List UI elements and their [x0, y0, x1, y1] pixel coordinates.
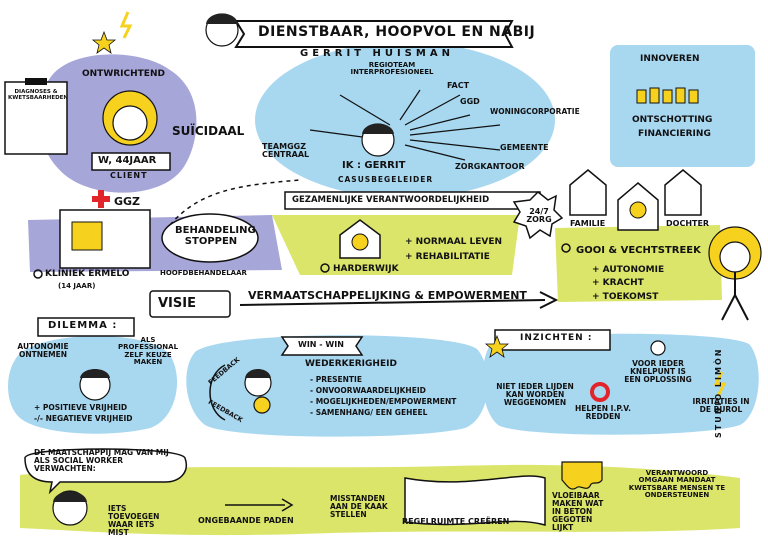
- yellow-drip: [561, 461, 603, 490]
- winwin-heading: WEDERKERIGHEID: [305, 359, 397, 369]
- behandeling-bubble: [161, 213, 259, 263]
- familie-label: FAMILIE: [570, 219, 606, 228]
- gooi-list: + AUTONOMIE + KRACHT + TOEKOMST: [592, 265, 665, 302]
- ggd-label: GGD: [460, 97, 480, 106]
- dilemma-list: + POSITIEVE VRIJHEID -/- NEGATIEVE VRIJH…: [34, 404, 133, 423]
- bottom-item-3: MISSTANDEN AAN DE KAAK STELLEN: [330, 494, 388, 519]
- innoveren-text2: FINANCIERING: [638, 129, 711, 139]
- dashed-connector: [169, 179, 301, 226]
- client-badge: [91, 152, 171, 171]
- house-dochter: [664, 169, 702, 216]
- bottom-item-5: VLOEIBAAR MAKEN WAT IN BETON GEGOTEN LIJ…: [552, 491, 604, 532]
- ggz-label: GGZ: [114, 195, 141, 208]
- visie-label: VISIE: [158, 296, 196, 311]
- teamggz-label: TEAMGGZ CENTRAAL: [262, 142, 310, 160]
- behandeling-label: BEHANDELING STOPPEN: [175, 225, 256, 247]
- hoofd-label: HOOFDBEHANDELAAR: [160, 269, 247, 277]
- bottom-bubble: [24, 448, 187, 495]
- harderwijk-list: + NORMAAL LEVEN + REHABILITATIE: [405, 237, 503, 263]
- helpen-label: HELPEN I.P.V. REDDEN: [575, 404, 631, 421]
- winwin-item: - PRESENTIE: [310, 375, 362, 384]
- winwin-banner: [280, 336, 364, 356]
- casus-label: CASUSBEGELEIDER: [338, 175, 434, 184]
- dilemma-title: DILEMMA :: [48, 320, 118, 331]
- visie-text: VERMAATSCHAPPELIJKING & EMPOWERMENT: [248, 289, 527, 302]
- bottom-band: [20, 464, 740, 536]
- inzichten-box: [494, 329, 611, 351]
- inzichten-title: INZICHTEN :: [520, 333, 593, 343]
- dochter-label: DOCHTER: [666, 219, 710, 228]
- bottom-item-4: REGELRUIMTE CREËREN: [402, 517, 510, 526]
- suicidaal-label: SUÏCIDAAL: [172, 124, 245, 138]
- ontwrichtend-label: ONTWRICHTEND: [82, 69, 165, 79]
- title-banner: [234, 20, 514, 48]
- autonomie-label: AUTONOMIE ONTNEMEN: [17, 342, 69, 359]
- bottom-item-1: IETS TOEVOEGEN WAAR IETS MIST: [108, 504, 160, 537]
- winwin-item: - SAMENHANG/ EEN GEHEEL: [310, 407, 428, 417]
- innoveren-title: INNOVEREN: [640, 54, 700, 64]
- innoveren-box: [610, 45, 755, 167]
- zorg-label: 24/7 ZORG: [526, 207, 552, 225]
- house-familie: [569, 169, 607, 216]
- harderwijk-item: + NORMAAL LEVEN: [405, 237, 503, 247]
- woningcorporatie-label: WONINGCORPORATIE: [490, 107, 580, 116]
- knelpunt-label: VOOR IEDER KNELPUNT IS EEN OPLOSSING: [624, 359, 692, 384]
- dilemma-box: [37, 317, 135, 337]
- winwin-item: - ONVOORWAARDELIJKHEID: [310, 385, 426, 395]
- winwin-list: - PRESENTIE - ONVOORWAARDELIJKHEID - MOG…: [310, 376, 456, 417]
- gooi-item: + TOEKOMST: [592, 291, 659, 302]
- winwin-title: WIN - WIN: [298, 340, 344, 349]
- gezamenlijke-banner-label: GEZAMENLIJKE VERANTWOORDELIJKHEID: [292, 195, 490, 205]
- ik-label: IK : GERRIT: [342, 160, 406, 171]
- fact-label: FACT: [447, 81, 470, 90]
- gemeente-label: GEMEENTE: [500, 143, 549, 152]
- red-cross: [92, 190, 110, 208]
- visie-arrow: [239, 299, 546, 306]
- bottom-item-2: ONGEBAANDE PADEN: [198, 516, 294, 525]
- bottom-item-6: VERANTWOORD OMGAAN MANDAAT KWETSBARE MEN…: [628, 469, 726, 500]
- page-title: DIENSTBAAR, HOOPVOL EN NABIJ: [258, 24, 536, 40]
- gooi-item: + KRACHT: [592, 278, 644, 289]
- zorg-star: [512, 190, 564, 240]
- page-subtitle: GERRIT HUISMAN: [300, 48, 454, 59]
- visie-box: [149, 290, 231, 318]
- irritaties-label: IRRITATIES IN DE BUROL: [692, 397, 750, 414]
- dilemma-item: -/- NEGATIEVE VRIJHEID: [34, 413, 133, 423]
- age-label: (14 JAAR): [58, 282, 96, 290]
- winwin-item: - MOGELIJKHEDEN/EMPOWERMENT: [310, 396, 457, 406]
- innoveren-text1: ONTSCHOTTING: [632, 115, 713, 125]
- client-badge-label: W, 44JAAR: [98, 155, 157, 166]
- regioteam-label: REGIOTEAM INTERPROFESIONEEL: [350, 61, 434, 77]
- client-role: CLIENT: [110, 171, 148, 180]
- harderwijk-band: [272, 215, 520, 275]
- bottom-speech: DE MAATSCHAPPIJ MAG VAN MIJ ALS SOCIAL W…: [34, 448, 169, 473]
- prof-label: ALS PROFESSIONAL ZELF KEUZE MAKEN: [117, 336, 179, 367]
- gooi-band: [555, 225, 722, 302]
- clipboard-title: DIAGNOSES & KWETSBAARHEDEN: [8, 89, 69, 101]
- dilemma-item: + POSITIEVE VRIJHEID: [34, 403, 128, 412]
- network-blob: [255, 42, 555, 198]
- zorgkantoor-label: ZORGKANTOOR: [455, 162, 525, 171]
- lijden-label: NIET IEDER LIJDEN KAN WORDEN WEGGENOMEN: [496, 382, 574, 407]
- gooi-region: GOOI & VECHTSTREEK: [576, 245, 701, 256]
- harderwijk-label: HARDERWIJK: [333, 264, 399, 274]
- gooi-item: + AUTONOMIE: [592, 265, 665, 275]
- kliniek-label: KLINIEK ERMELO: [45, 269, 130, 279]
- harderwijk-item: + REHABILITATIE: [405, 252, 490, 263]
- inzichten-blob: [482, 333, 759, 435]
- studio-credit: STUDIO LIMÒN: [714, 347, 723, 438]
